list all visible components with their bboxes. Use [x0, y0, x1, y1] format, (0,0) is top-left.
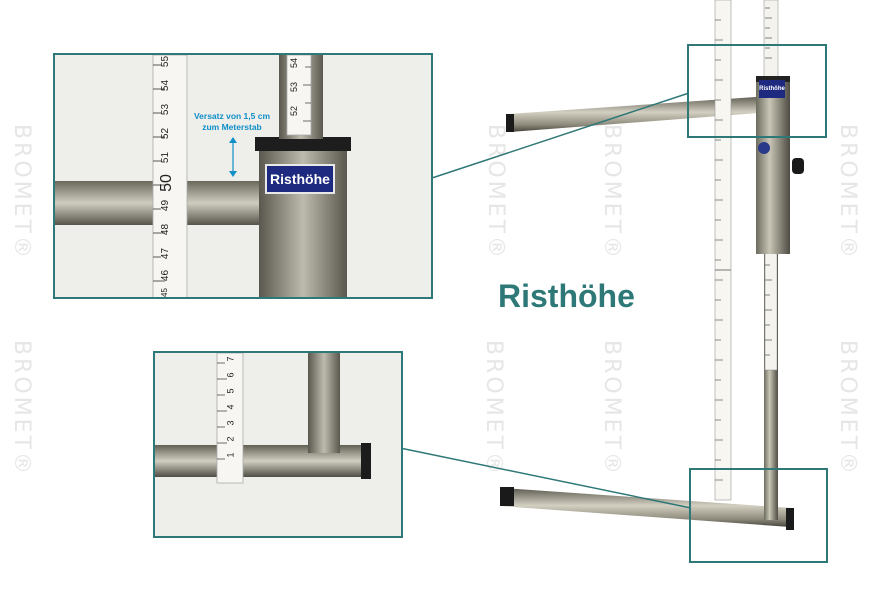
ruler-tick-label: 1	[225, 452, 236, 458]
ruler-tick-label: 46	[160, 269, 172, 282]
lower-ruler-labels: 7 6 5 4 3 2 1	[225, 352, 244, 482]
offset-annotation: Versatz von 1,5 cm zum Meterstab	[189, 111, 275, 133]
lower-detail-marker	[689, 468, 828, 563]
ruler-tick-label: 49	[160, 199, 172, 212]
ruler-tick-label: 52	[289, 105, 300, 117]
ruler-tick-label: 7	[225, 356, 236, 362]
upper-detail-marker	[687, 44, 827, 138]
ruler-tick-label: 52	[160, 127, 172, 140]
folding-ruler	[714, 0, 732, 501]
ruler-tick-label: 45	[159, 288, 169, 297]
lower-arm	[500, 487, 794, 530]
ruler-tick-label: 3	[225, 420, 236, 426]
ruler-tick-label: 53	[289, 81, 300, 93]
ruler-tick-label: 51	[160, 151, 172, 164]
ruler-tick-label: 47	[160, 247, 172, 260]
lower-detail-inset	[153, 351, 403, 538]
ruler-tick-label: 48	[160, 223, 172, 236]
lower-detail-drawing	[155, 353, 401, 536]
upper-ruler-labels: 55 54 53 52 51 50 49 48 47 46 45	[157, 55, 184, 297]
lower-connector-line	[399, 447, 692, 509]
offset-annotation-line2: zum Meterstab	[202, 122, 262, 132]
upper-right-ruler-labels: 54 53 52	[289, 58, 305, 138]
small-risthoehe-plate: Risthöhe	[759, 80, 785, 98]
offset-annotation-line1: Versatz von 1,5 cm	[193, 111, 271, 121]
risthoehe-label-plate: Risthöhe	[265, 164, 335, 194]
ruler-tick-label: 6	[225, 372, 236, 378]
sliding-head	[756, 76, 804, 254]
ruler-tick-label: 55	[160, 55, 172, 68]
upper-arm	[506, 96, 772, 132]
upper-detail-drawing	[55, 55, 431, 297]
ruler-tick-label: 2	[225, 436, 236, 442]
ruler-tick-label: 5	[225, 388, 236, 394]
upper-connector-line	[431, 92, 690, 179]
ruler-tick-label: 53	[160, 103, 172, 116]
upper-detail-inset	[53, 53, 433, 299]
ruler-tick-label: 4	[225, 404, 236, 410]
ruler-tick-label: 50	[157, 174, 175, 192]
ruler-tick-label: 54	[160, 79, 172, 92]
ruler-tick-label: 54	[289, 57, 300, 69]
page-title: Risthöhe	[498, 278, 635, 314]
